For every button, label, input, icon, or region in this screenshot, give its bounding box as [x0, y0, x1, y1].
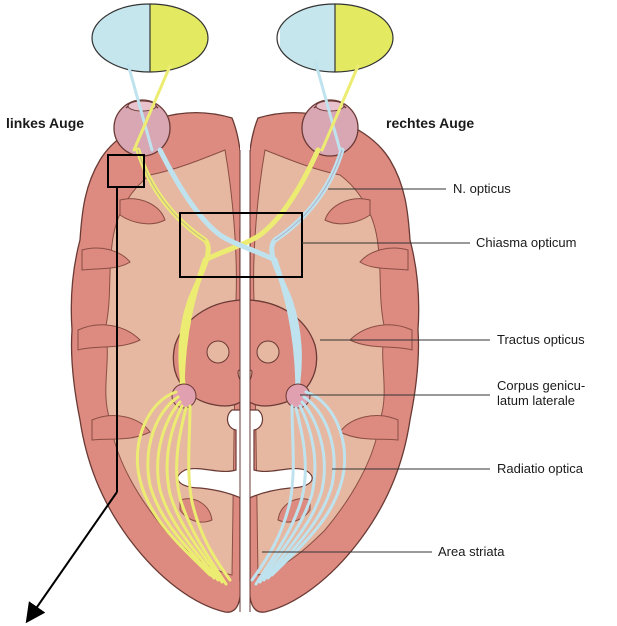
left-eye-label: linkes Auge: [6, 116, 84, 131]
radiatio-label: Radiatio optica: [497, 461, 583, 476]
chiasma-label: Chiasma opticum: [476, 235, 576, 250]
right-eye-label: rechtes Auge: [386, 116, 474, 131]
area-striata-label: Area striata: [438, 544, 504, 559]
right-visual-field: [277, 4, 393, 72]
left-lgn: [172, 384, 196, 408]
corpus-label: Corpus genicu- latum laterale: [497, 378, 585, 408]
right-lgn: [286, 384, 310, 408]
n-opticus-label: N. opticus: [453, 181, 511, 196]
tractus-label: Tractus opticus: [497, 332, 585, 347]
left-visual-field: [92, 4, 208, 72]
